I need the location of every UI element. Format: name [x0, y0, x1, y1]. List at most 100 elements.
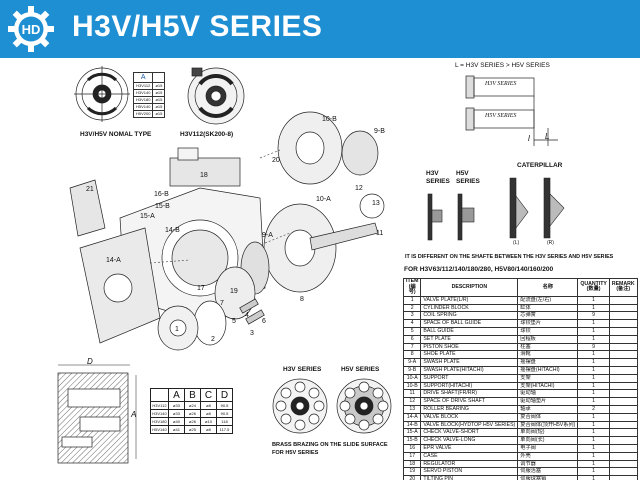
- parts-cell-name: 伺服球塞销: [517, 475, 579, 480]
- parts-cell-description: CHECK VALVE-LONG: [420, 436, 519, 445]
- parts-cell-item: 4: [402, 319, 422, 328]
- plate-profile-drawings: [427, 177, 565, 241]
- shaft-formula: L = H3V SERIES > H5V SERIES: [455, 62, 550, 69]
- parts-cell-item: 17: [402, 451, 422, 461]
- caption-nomal-type: H3V/H5V NOMAL TYPE: [80, 131, 152, 138]
- shaft-dim-L: L: [545, 132, 550, 141]
- parts-cell-quantity: 1: [577, 420, 610, 430]
- parts-cell-remark: [608, 412, 638, 422]
- parts-cell-item: 1: [402, 295, 422, 305]
- parts-cell-description: VALVE BLOCK(HYDTOP H5V SERIES): [420, 420, 519, 430]
- parts-cell-remark: [608, 451, 638, 461]
- parts-cell-quantity: 1: [577, 389, 610, 399]
- parts-cell-name: 缸体: [517, 303, 579, 313]
- shaft-comparison-drawing: [465, 75, 558, 146]
- parts-cell-remark: [608, 459, 638, 469]
- compare-l-mark: (L): [513, 240, 520, 246]
- parts-cell-name: 摇摆盘(HITACHI): [517, 365, 579, 375]
- brass-note-line1: BRASS BRAZING ON THE SLIDE SURFACE: [272, 442, 388, 448]
- parts-cell-description: CHECK VALVE-SHORT: [420, 428, 519, 438]
- valve-plate-drawings: [74, 66, 245, 125]
- dim-a-label: A: [131, 410, 137, 419]
- parts-cell-item: 9-A: [402, 358, 422, 367]
- callout-20: 20: [272, 157, 280, 164]
- parts-cell-quantity: 9: [577, 311, 610, 321]
- parts-cell-name: 柱塞: [517, 342, 579, 352]
- callout-9-b: 9-B: [374, 128, 385, 135]
- parts-cell-name: 驱动轴垫片: [517, 397, 579, 406]
- parts-cell-description: SUPPORT(HITACHI): [420, 381, 519, 391]
- parts-cell-quantity: 1: [577, 428, 610, 438]
- parts-cell-description: DRIVE SHAFT(FR/RR): [420, 389, 519, 399]
- parts-cell-quantity: 1: [577, 358, 610, 367]
- parts-cell-remark: [608, 342, 638, 352]
- parts-cell-item: 14-A: [402, 412, 422, 422]
- parts-cell-remark: [608, 428, 638, 438]
- parts-cell-item: 5: [402, 326, 422, 336]
- parts-header-remark: REMARK (备注): [608, 278, 638, 297]
- parts-cell-description: COIL SPRING: [420, 311, 519, 321]
- parts-cell-description: VALVE BLOCK: [420, 412, 519, 422]
- parts-cell-remark: [608, 319, 638, 328]
- brass-note-line2: FOR H5V SERIES: [272, 450, 319, 456]
- parts-cell-quantity: 1: [577, 295, 610, 305]
- parts-cell-item: 6: [402, 334, 422, 344]
- parts-cell-quantity: 1: [577, 412, 610, 422]
- callout-18: 18: [200, 172, 208, 179]
- parts-cell-name: 复合阀体: [517, 412, 579, 422]
- callout-15-b: 15-B: [155, 203, 170, 210]
- parts-cell-quantity: 1: [577, 397, 610, 406]
- parts-cell-description: ROLLER BEARING: [420, 404, 519, 414]
- parts-cell-item: 18: [402, 459, 422, 469]
- callout-17: 17: [197, 285, 205, 292]
- parts-cell-name: 单向阀(长): [517, 436, 579, 445]
- parts-cell-item: 7: [402, 342, 422, 352]
- parts-cell-remark: [608, 475, 638, 480]
- parts-cell-description: SPACE OF BALL GUIDE: [420, 319, 519, 328]
- exploded-pump-drawing: [69, 111, 385, 351]
- callout-6: 6: [262, 318, 266, 325]
- parts-cell-name: 复合阀体(顶开H5V系列): [517, 420, 579, 430]
- callout-9-a: 9-A: [262, 232, 273, 239]
- parts-cell-remark: [608, 420, 638, 430]
- callout-19: 19: [230, 288, 238, 295]
- parts-cell-item: 10-A: [402, 373, 422, 383]
- parts-cell-description: SET PLATE: [420, 334, 519, 344]
- parts-cell-quantity: 1: [577, 381, 610, 391]
- parts-cell-name: 轴承: [517, 404, 579, 414]
- compare-r-mark: (R): [547, 240, 554, 246]
- svg-text:HD: HD: [22, 22, 41, 37]
- parts-cell-description: SUPPORT: [420, 373, 519, 383]
- parts-cell-name: 配流盘(左/右): [517, 295, 579, 305]
- parts-cell-item: 13: [402, 404, 422, 414]
- parts-cell-description: PISTON SHOE: [420, 342, 519, 352]
- page-title: H3V/H5V SERIES: [72, 10, 323, 43]
- parts-cell-item: 15-B: [402, 436, 422, 445]
- parts-cell-remark: [608, 311, 638, 321]
- parts-cell-name: 摇摆盘: [517, 358, 579, 367]
- caption-h3v112: H3V112(SK200-8): [180, 131, 234, 138]
- parts-cell-quantity: 1: [577, 334, 610, 344]
- header-bar: HD H3V/H5V SERIES: [0, 0, 640, 58]
- parts-cell-name: 伺服活塞: [517, 467, 579, 477]
- parts-cell-item: 16: [402, 443, 422, 453]
- callout-7: 7: [220, 300, 224, 307]
- parts-cell-description: TILTING PIN: [420, 475, 519, 480]
- parts-cell-description: SWASH PLATE: [420, 358, 519, 367]
- parts-cell-description: CASE: [420, 451, 519, 461]
- callout-16-b: 16-B: [154, 191, 169, 198]
